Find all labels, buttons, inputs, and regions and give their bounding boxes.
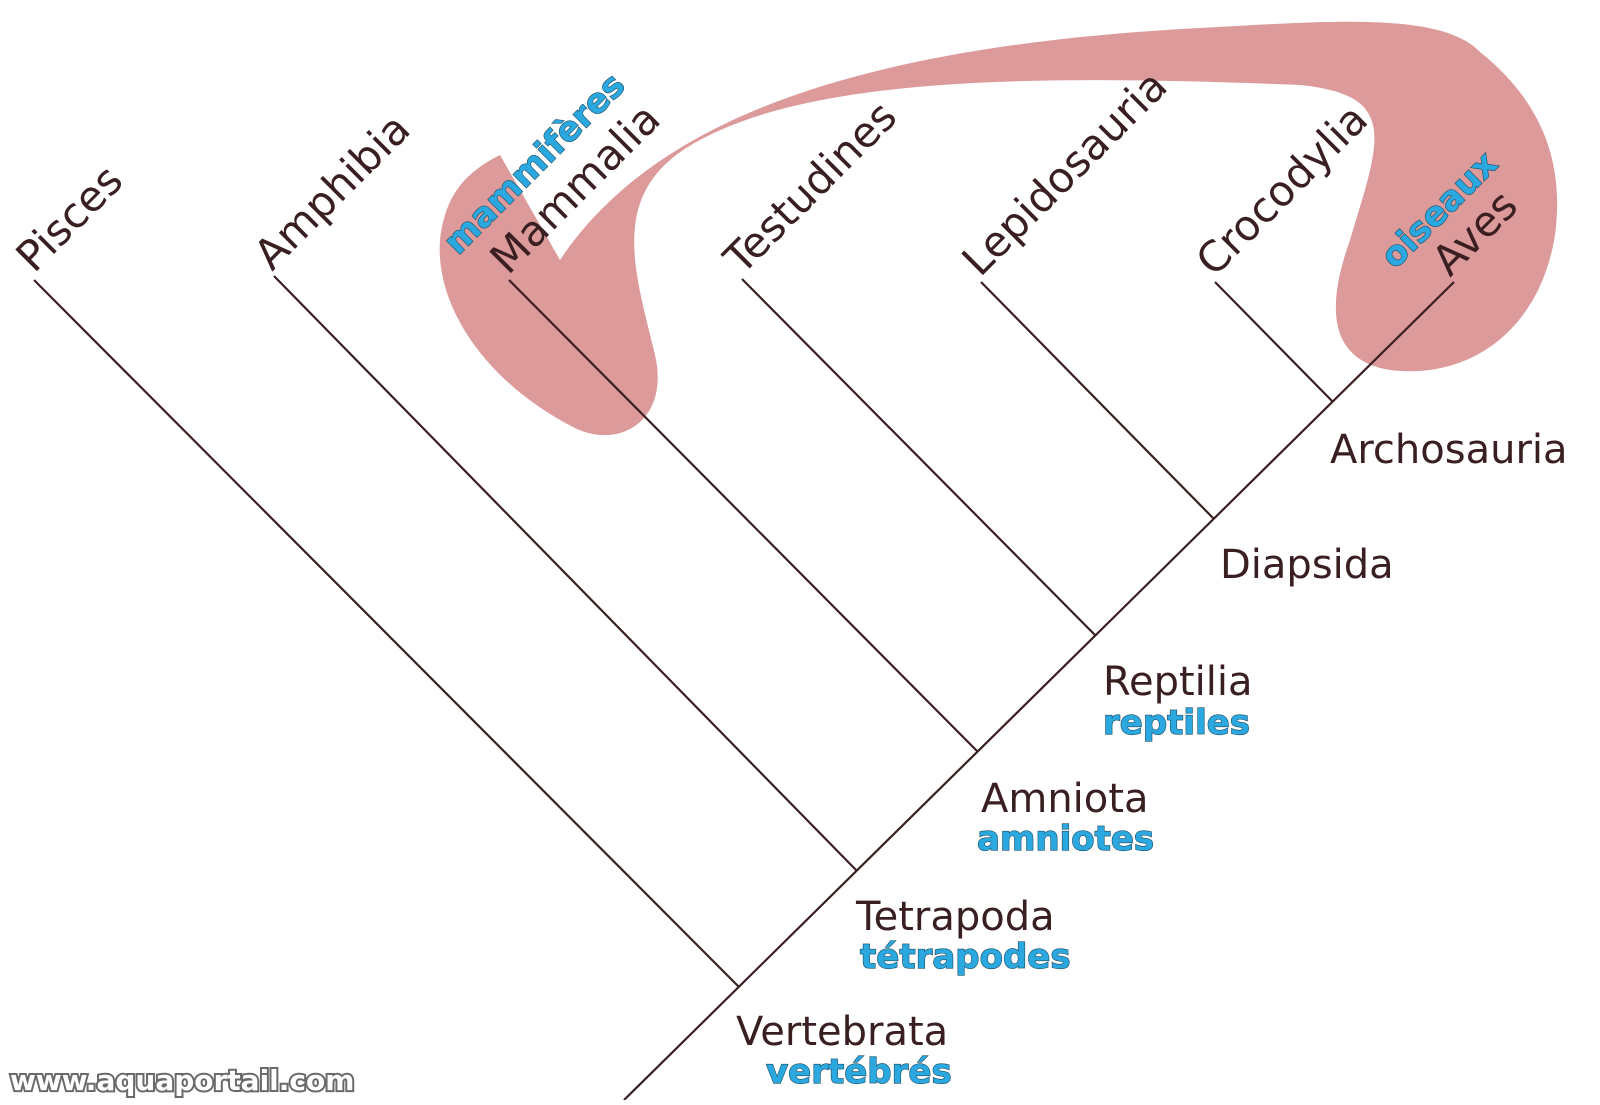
clade-label-tetrapoda: Tetrapoda xyxy=(855,894,1055,940)
branch-pisces xyxy=(33,279,740,988)
clade-french-tetrapodes: tétrapodes xyxy=(860,937,1071,977)
clade-french-amniotes: amniotes xyxy=(977,819,1154,859)
clade-label-diapsida: Diapsida xyxy=(1220,542,1394,588)
branch-amphibia xyxy=(273,275,858,872)
taxon-label-pisces: Pisces xyxy=(6,155,132,281)
main-branch xyxy=(623,281,1455,1101)
watermark: www.aquaportail.com xyxy=(10,1064,354,1097)
taxon-label-lepidosauria: Lepidosauria xyxy=(952,61,1176,285)
branch-lepidosauria xyxy=(980,281,1215,520)
branch-crocodylia xyxy=(1214,281,1334,403)
clade-label-archosauria: Archosauria xyxy=(1330,427,1568,473)
clade-label-reptilia: Reptilia xyxy=(1103,659,1253,705)
clade-french-reptiles: reptiles xyxy=(1103,703,1250,743)
branch-mammalia xyxy=(508,279,979,753)
taxon-label-amphibia: Amphibia xyxy=(244,104,419,279)
clade-french-vertebres: vertébrés xyxy=(766,1052,952,1092)
clade-label-amniota: Amniota xyxy=(981,776,1148,822)
branch-testudines xyxy=(741,278,1097,637)
clade-label-vertebrata: Vertebrata xyxy=(736,1009,948,1055)
mammals-birds-highlight xyxy=(439,21,1558,436)
